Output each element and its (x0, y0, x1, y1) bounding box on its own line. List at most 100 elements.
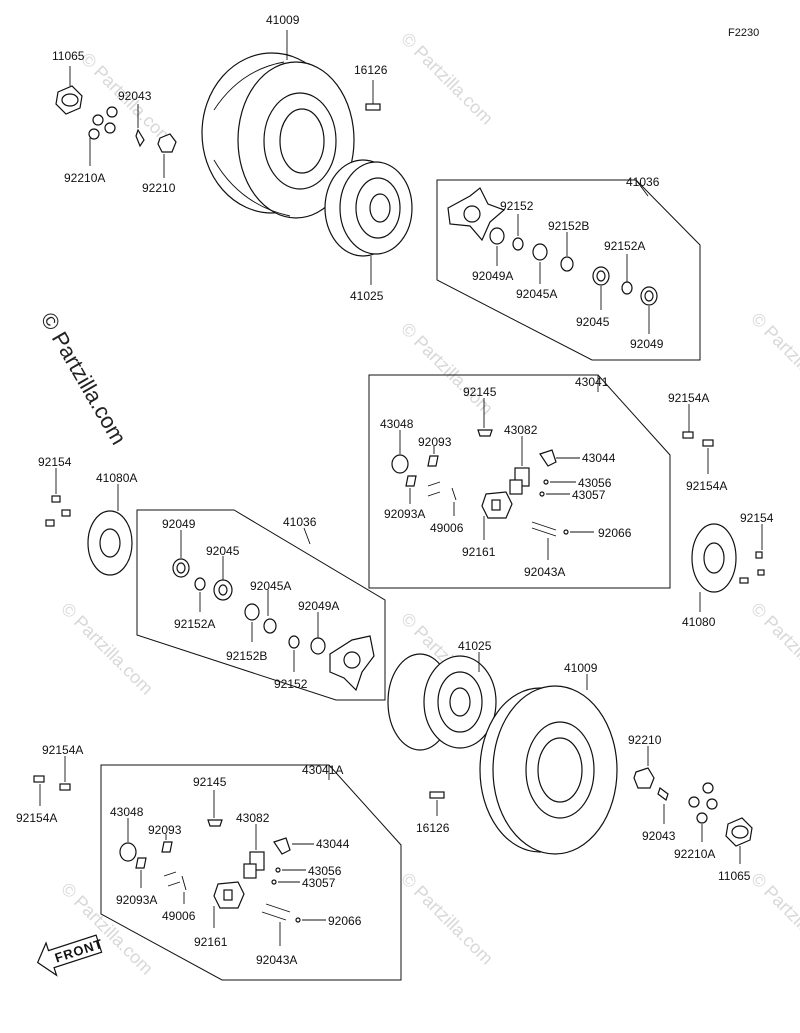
seal-92093A-b[interactable] (135, 857, 147, 869)
spring-43044-a[interactable] (539, 449, 557, 467)
label-92045-mid: 92045 (206, 544, 240, 558)
bearing-92152A-mid[interactable] (194, 577, 206, 591)
label-92154-right: 92154 (740, 511, 774, 525)
bearing-92152B-top[interactable] (560, 256, 574, 272)
label-41009-bottom: 41009 (564, 661, 598, 675)
bearing-92045-mid[interactable] (213, 579, 233, 601)
cap-11065-top[interactable] (55, 85, 83, 115)
label-92210A: 92210A (64, 171, 105, 185)
bearing-92152-mid[interactable] (288, 635, 300, 649)
pad-43082-b[interactable] (243, 851, 265, 879)
label-92145: 92145 (463, 385, 497, 399)
label-92152: 92152 (500, 199, 534, 213)
label-92093-b: 92093 (148, 823, 182, 837)
watermark: © Partzilla.com (397, 29, 497, 129)
bolt-92154A-l2[interactable] (59, 783, 71, 791)
front-arrow: FRONT (36, 934, 105, 977)
nuts-92210A-bottom[interactable] (688, 782, 718, 824)
valve-16126-bottom[interactable] (429, 791, 445, 799)
label-92152B: 92152B (548, 219, 589, 233)
caliper-92161-b[interactable] (213, 881, 245, 909)
spacer-92045A-top[interactable] (532, 243, 548, 261)
pin-43057-a[interactable] (539, 491, 545, 497)
label-41025-bottom: 41025 (458, 639, 492, 653)
pin-43056-b[interactable] (275, 867, 281, 873)
hub-41036-mid[interactable] (329, 635, 375, 692)
spacer-92045A-mid[interactable] (244, 603, 260, 621)
seal-92049A-top[interactable] (489, 227, 505, 245)
pin-92043A-a[interactable] (531, 521, 557, 537)
bolt-92154A-r1[interactable] (682, 431, 694, 439)
seal-92049A-mid[interactable] (310, 637, 326, 655)
disc-41080A[interactable] (87, 510, 133, 576)
label-41080A: 41080A (96, 471, 137, 485)
caliper-assembly-box-top (368, 374, 671, 589)
piston-43048-a[interactable] (391, 454, 409, 474)
label-41036-mid: 41036 (283, 515, 317, 529)
label-41036-top: 41036 (626, 175, 660, 189)
seal-92093-a[interactable] (427, 455, 439, 467)
bearing-92045-top[interactable] (592, 266, 610, 286)
pin-92066-b[interactable] (295, 917, 301, 923)
label-43057: 43057 (572, 488, 606, 502)
pin-92043A-b[interactable] (261, 903, 291, 921)
hub-41036-top[interactable] (447, 187, 506, 242)
bolts-92154-right[interactable] (739, 551, 765, 584)
pin-49006-a[interactable] (427, 481, 457, 501)
label-41025: 41025 (350, 289, 384, 303)
bleeder-92145-a[interactable] (477, 429, 493, 437)
label-92049A: 92049A (472, 269, 513, 283)
label-92154A: 92154A (686, 479, 727, 493)
pin-49006-b[interactable] (163, 871, 187, 891)
bearing-92152B-mid[interactable] (263, 618, 277, 634)
label-92210A-bottom: 92210A (674, 847, 715, 861)
label-92152A: 92152A (604, 239, 645, 253)
pin-92043-bottom[interactable] (657, 787, 669, 801)
bearing-92152A-top[interactable] (621, 281, 633, 295)
nuts-92210A-top[interactable] (88, 106, 118, 140)
nut-92210-bottom[interactable] (633, 767, 655, 789)
label-43044: 43044 (582, 451, 616, 465)
label-92154A-l1: 92154A (16, 811, 57, 825)
label-92043A: 92043A (524, 565, 565, 579)
watermark: © Partzilla.com (397, 869, 497, 969)
cap-11065-bottom[interactable] (725, 817, 753, 847)
rim-41025-top[interactable] (324, 159, 413, 257)
pin-43057-b[interactable] (271, 879, 277, 885)
label-92154A-l2: 92154A (42, 743, 83, 757)
rim-41025-bottom[interactable] (387, 653, 497, 751)
label-43048: 43048 (380, 417, 414, 431)
label-16126: 16126 (354, 63, 388, 77)
watermark: © Partzilla.com (397, 319, 497, 419)
label-92043-bottom: 92043 (642, 829, 676, 843)
label-43082: 43082 (504, 423, 538, 437)
valve-16126-top[interactable] (365, 80, 381, 111)
bleeder-92145-b[interactable] (207, 819, 223, 827)
label-43048-b: 43048 (110, 805, 144, 819)
pad-43082-a[interactable] (509, 467, 530, 495)
spring-43044-b[interactable] (273, 837, 291, 855)
label-92152B-mid: 92152B (226, 649, 267, 663)
bearing-92152-top[interactable] (512, 237, 524, 251)
seal-92093-b[interactable] (161, 841, 173, 853)
seal-92049-mid[interactable] (172, 558, 190, 578)
seal-92093A-a[interactable] (405, 475, 417, 487)
label-92066: 92066 (598, 526, 632, 540)
bolt-92154A-r2[interactable] (702, 439, 714, 447)
tire-41009-top[interactable] (201, 52, 355, 219)
bolts-92154-left[interactable] (45, 495, 71, 527)
pin-92043-top[interactable] (135, 128, 145, 148)
label-92049-mid: 92049 (162, 517, 196, 531)
pin-92066-a[interactable] (563, 529, 569, 535)
caliper-92161-a[interactable] (481, 491, 513, 519)
piston-43048-b[interactable] (119, 842, 137, 862)
seal-92049-top[interactable] (640, 286, 658, 306)
label-49006: 49006 (430, 521, 464, 535)
label-92161: 92161 (462, 545, 496, 559)
nut-92210-top[interactable] (157, 133, 177, 153)
pin-43056-a[interactable] (543, 479, 549, 485)
tire-41009-bottom[interactable] (479, 685, 618, 855)
bolt-92154A-l1[interactable] (33, 775, 45, 783)
disc-41080[interactable] (691, 523, 737, 593)
